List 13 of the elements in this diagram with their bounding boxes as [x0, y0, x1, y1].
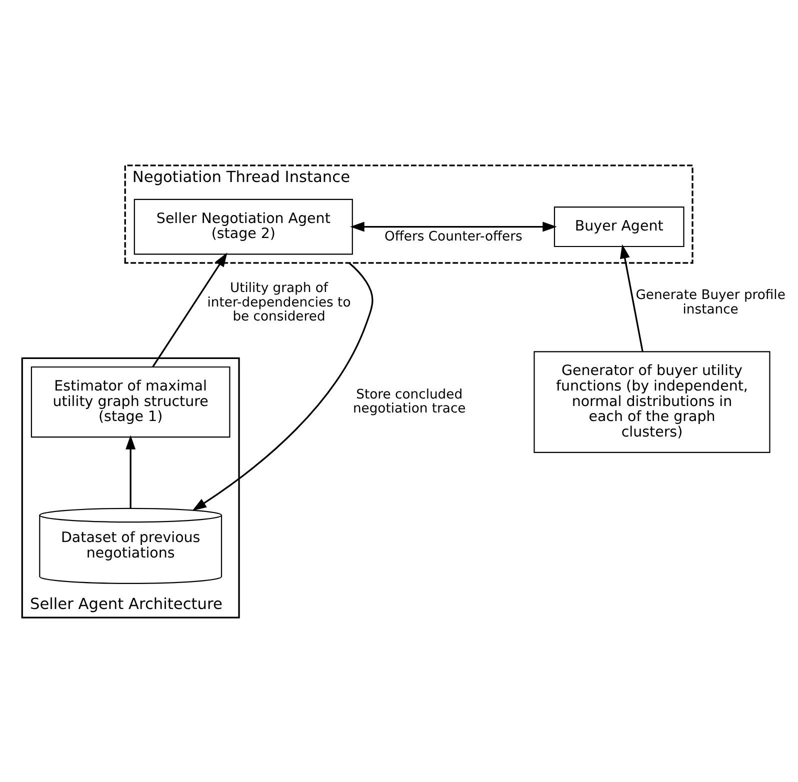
- edge-label: Generate Buyer profile instance: [635, 288, 785, 317]
- edge-label: Utility graph of inter-dependencies to be considered: [206, 280, 350, 324]
- arrow: [125, 434, 136, 508]
- arrow: [192, 262, 373, 510]
- edge-label: Store concluded negotiation trace: [352, 386, 466, 416]
- node-box: Generator of buyer utility functions (by independent, normal distributions in each of the graph clusters): [533, 350, 770, 452]
- arrow: [152, 252, 227, 367]
- node-box: Seller Negotiation Agent (stage 2): [133, 198, 352, 254]
- node-box: Buyer Agent: [553, 206, 684, 247]
- arrow: [350, 221, 556, 232]
- node-box: Estimator of maximal utility graph structure (stage 1): [30, 366, 230, 438]
- edge-label: Offers Counter-offers: [384, 229, 522, 244]
- arrow: [619, 244, 643, 351]
